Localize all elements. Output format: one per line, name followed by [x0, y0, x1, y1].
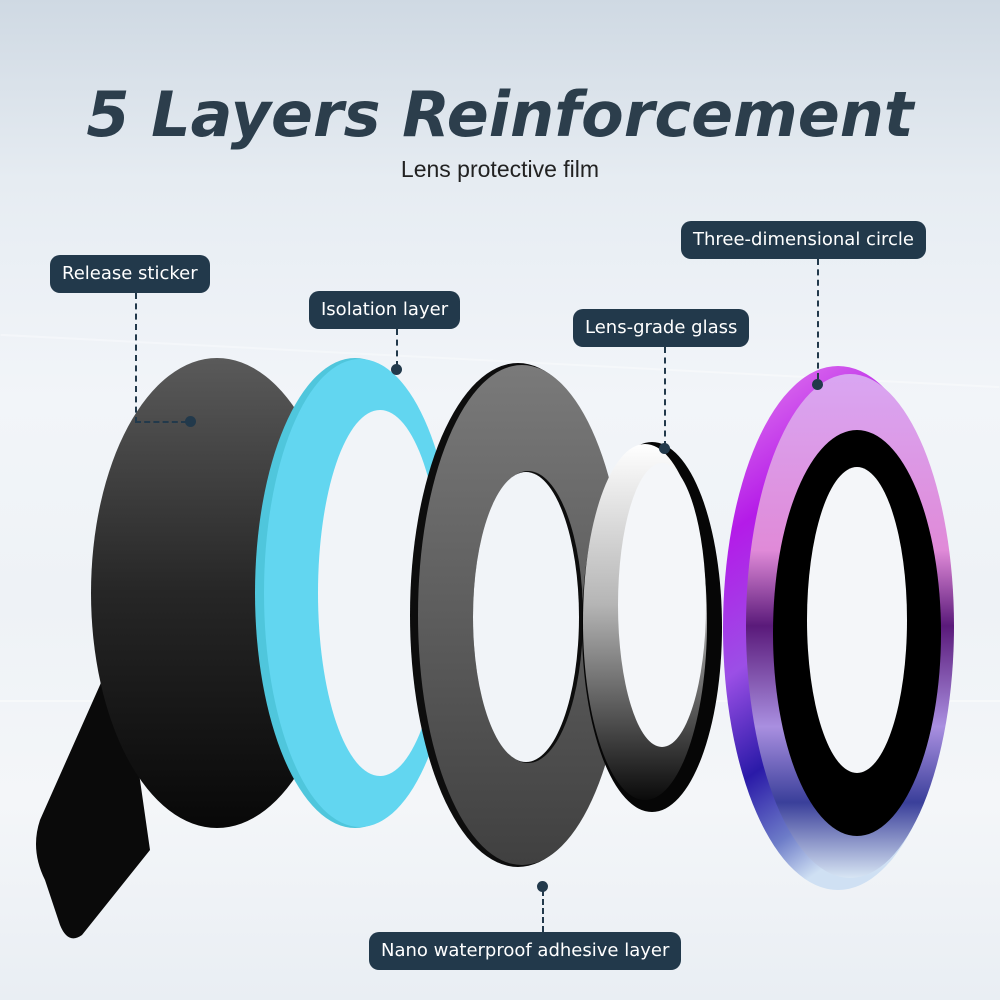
- lens-glass-shape: [582, 442, 722, 812]
- callout-line: [396, 329, 398, 367]
- callout-line: [135, 421, 187, 423]
- three-dimensional-circle-shape: [723, 366, 954, 890]
- adhesive-layer-shape: [410, 363, 626, 867]
- label-three-dimensional-circle: Three-dimensional circle: [681, 221, 926, 259]
- callout-dot: [659, 443, 670, 454]
- callout-line: [664, 347, 666, 447]
- label-nano-waterproof-adhesive-layer: Nano waterproof adhesive layer: [369, 932, 682, 970]
- callout-dot: [185, 416, 196, 427]
- page-title: 5 Layers Reinforcement: [86, 78, 914, 151]
- callout-line: [542, 890, 544, 932]
- callout-dot: [812, 379, 823, 390]
- label-lens-grade-glass: Lens-grade glass: [573, 309, 750, 347]
- callout-dot: [391, 364, 402, 375]
- callout-line: [817, 259, 819, 379]
- callout-dot: [537, 881, 548, 892]
- label-release-sticker: Release sticker: [50, 255, 210, 293]
- label-isolation-layer: Isolation layer: [309, 291, 461, 329]
- page-subtitle: Lens protective film: [400, 156, 600, 182]
- callout-line: [135, 293, 137, 423]
- isolation-layer-shape: [255, 358, 456, 828]
